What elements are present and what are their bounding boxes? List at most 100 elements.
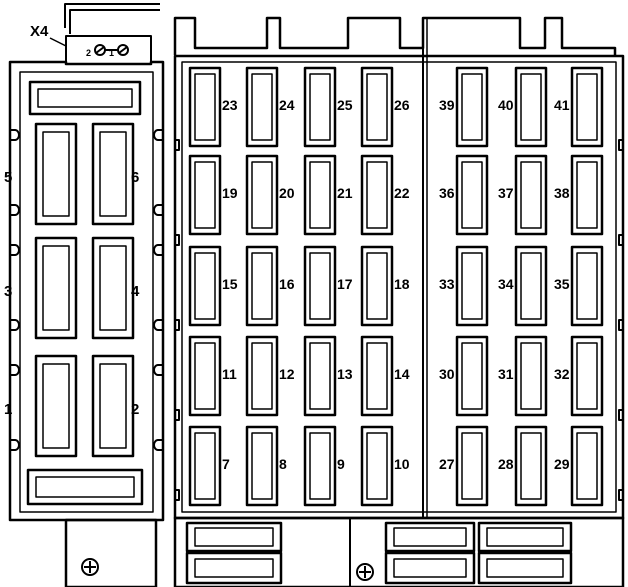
fuse-number-label: 34: [498, 276, 514, 292]
fuse-slot: [455, 245, 489, 327]
relay-slot-c: [384, 521, 476, 553]
fuse-slot: [245, 154, 279, 236]
fuse-number-label: 7: [222, 456, 230, 472]
fuse-number-label: 24: [279, 97, 295, 113]
fuse-slot: [360, 154, 394, 236]
fuse-number-label: 5: [4, 169, 12, 186]
relay-slot-b: [185, 551, 283, 585]
fuse-number-label: 19: [222, 185, 238, 201]
relay-slot-f: [477, 551, 573, 585]
fuse-number-label: 31: [498, 366, 514, 382]
top-relay-slot: [28, 80, 142, 116]
fuse-number-label: 36: [439, 185, 455, 201]
fuse-slot: [245, 245, 279, 327]
fuse-slot: [34, 122, 78, 226]
fuse-number-label: 32: [554, 366, 570, 382]
fuse-number-label: 2: [131, 401, 139, 418]
fuse-slot: [91, 122, 135, 226]
fuse-slot: [34, 236, 78, 340]
fuse-slot: [303, 245, 337, 327]
main-fuse-panel: [173, 16, 625, 587]
fuse-number-label: 8: [279, 456, 287, 472]
bottom-relay-slot: [26, 468, 144, 506]
fuse-slot: [34, 354, 78, 458]
fuse-number-label: 28: [498, 456, 514, 472]
fuse-number-label: 38: [554, 185, 570, 201]
fuse-number-label: 3: [4, 283, 12, 300]
fuse-number-label: 1: [4, 401, 12, 418]
fuse-slot: [455, 335, 489, 417]
fuse-number-label: 37: [498, 185, 514, 201]
ground-screw-icon: [81, 558, 99, 576]
fuse-slot: [245, 66, 279, 148]
connector-pin-right: 1: [109, 48, 114, 58]
fuse-number-label: 27: [439, 456, 455, 472]
fuse-number-label: 26: [394, 97, 410, 113]
fuse-number-label: 25: [337, 97, 353, 113]
fuse-slot: [570, 335, 604, 417]
fuse-slot: [360, 425, 394, 507]
fuse-slot: [188, 335, 222, 417]
ground-screw-icon: [356, 563, 374, 581]
fuse-number-label: 4: [131, 283, 140, 300]
fuse-number-label: 14: [394, 366, 410, 382]
relay-slot-a: [185, 521, 283, 553]
fuse-number-label: 12: [279, 366, 295, 382]
fuse-slot: [188, 66, 222, 148]
relay-slot-e: [477, 521, 573, 553]
relay-slot-d: [384, 551, 476, 585]
connector-pin-left: 2: [86, 48, 91, 58]
fuse-slot: [514, 154, 548, 236]
fuse-number-label: 39: [439, 97, 455, 113]
fuse-number-label: 33: [439, 276, 455, 292]
fuse-number-label: 20: [279, 185, 295, 201]
fuse-number-label: 40: [498, 97, 514, 113]
fuse-number-label: 23: [222, 97, 238, 113]
fuse-number-label: 29: [554, 456, 570, 472]
fuse-slot: [303, 425, 337, 507]
fuse-slot: [455, 66, 489, 148]
fuse-number-label: 16: [279, 276, 295, 292]
fuse-slot: [455, 425, 489, 507]
fuse-slot: [303, 154, 337, 236]
fuse-number-label: 6: [131, 169, 139, 186]
fuse-slot: [91, 354, 135, 458]
left-fuse-block: [8, 3, 165, 587]
side-clips: [10, 129, 163, 451]
fuse-slot: [570, 154, 604, 236]
fuse-slot: [303, 66, 337, 148]
fuse-number-label: 11: [222, 366, 237, 382]
fuse-slot: [303, 335, 337, 417]
fuse-number-label: 22: [394, 185, 410, 201]
fuse-slot: [188, 425, 222, 507]
fuse-slot: [514, 425, 548, 507]
connector-pins-icon: [94, 44, 129, 56]
fuse-slot: [188, 245, 222, 327]
fuse-slot: [514, 245, 548, 327]
fuse-number-label: 21: [337, 185, 353, 201]
fuse-slot: [360, 66, 394, 148]
fuse-slot: [570, 245, 604, 327]
fuse-slot: [245, 425, 279, 507]
fuse-slot: [514, 335, 548, 417]
fuse-slot: [570, 66, 604, 148]
fuse-number-label: 30: [439, 366, 455, 382]
fuse-number-label: 35: [554, 276, 570, 292]
fuse-number-label: 10: [394, 456, 410, 472]
fuse-slot: [514, 66, 548, 148]
fuse-slot: [245, 335, 279, 417]
fuse-slot: [570, 425, 604, 507]
fuse-number-label: 15: [222, 276, 238, 292]
fuse-number-label: 17: [337, 276, 353, 292]
fuse-slot: [360, 335, 394, 417]
fuse-slot: [360, 245, 394, 327]
fuse-number-label: 9: [337, 456, 345, 472]
fuse-slot: [188, 154, 222, 236]
connector-label: X4: [30, 23, 49, 40]
fuse-number-label: 13: [337, 366, 353, 382]
fuse-slot: [91, 236, 135, 340]
fuse-number-label: 41: [554, 97, 570, 113]
fuse-slot: [455, 154, 489, 236]
fuse-number-label: 18: [394, 276, 410, 292]
